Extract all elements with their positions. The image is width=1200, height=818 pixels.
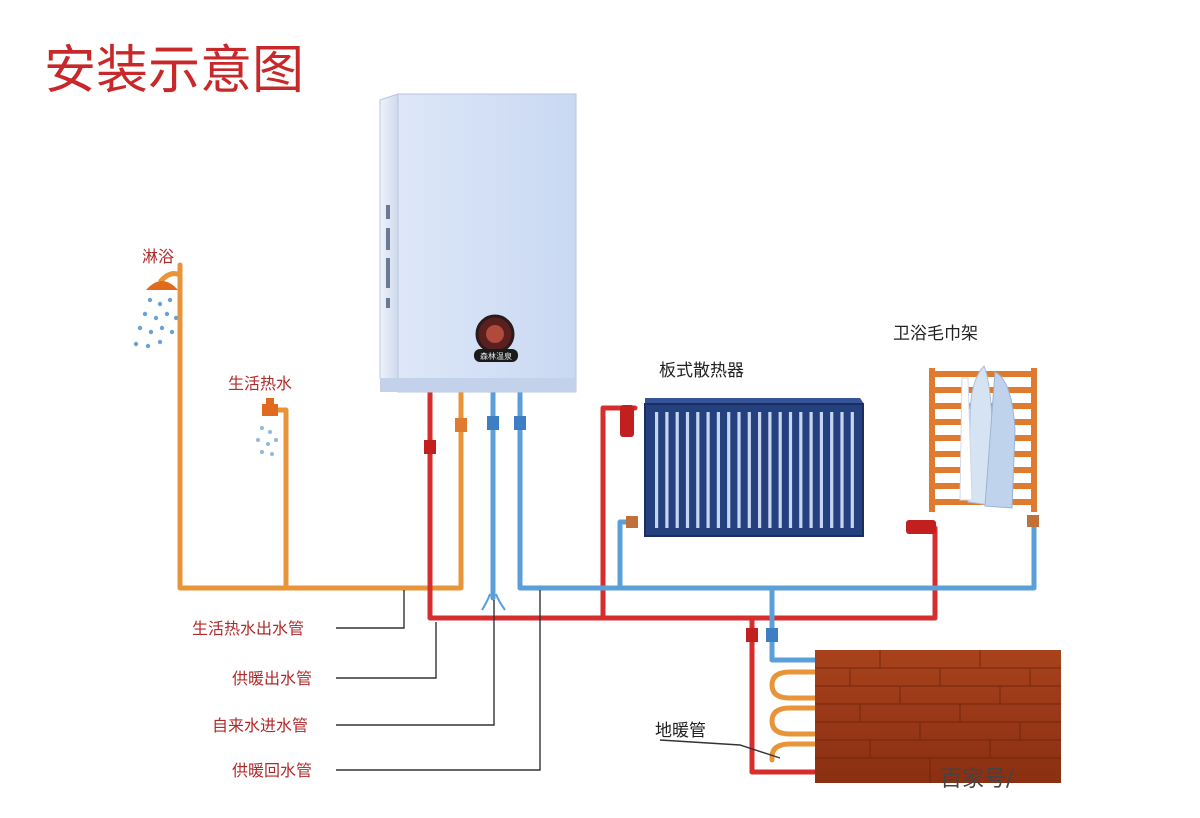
radiator-fin (819, 412, 823, 528)
legend-heat-return: 供暖回水管 (232, 761, 312, 780)
heating-supply-floor (749, 615, 818, 775)
shower-head (133, 271, 182, 349)
hot-water-tap-branch (269, 407, 289, 591)
leader-hot-water (336, 590, 405, 629)
inlet-arrows (481, 593, 506, 611)
radiator-fin (675, 412, 679, 528)
boiler-bottom (380, 378, 576, 392)
radiator-fin (727, 412, 731, 528)
label-floor-heating: 地暖管 (655, 721, 706, 741)
label-hot-water: 生活热水 (228, 374, 292, 393)
faucet-icon (262, 404, 278, 416)
hot-water-pipe (177, 262, 464, 591)
leader-lines (336, 590, 781, 771)
valve-icon (455, 418, 467, 432)
radiator-fin (840, 412, 844, 528)
valve-icon (626, 516, 638, 528)
legend-cold-inlet: 自来水进水管 (212, 716, 308, 735)
floor-heating-coil (769, 669, 818, 763)
legend-hot-water-outlet: 生活热水出水管 (192, 619, 304, 638)
radiator-fin (768, 412, 772, 528)
water-drops (133, 297, 179, 349)
label-shower: 淋浴 (142, 247, 174, 266)
radiator-fin (696, 412, 700, 528)
valve-icon (906, 520, 936, 534)
wall-boiler: 森林温泉 (379, 93, 577, 394)
radiator-fin (685, 412, 690, 528)
legend-heat-supply: 供暖出水管 (232, 669, 312, 688)
leader-cold-inlet (336, 600, 495, 726)
radiator-fin (809, 412, 813, 528)
towel (959, 365, 1016, 509)
leader-heat-supply (336, 622, 437, 679)
leader-heat-return (336, 590, 541, 771)
wood-floor (815, 650, 1061, 783)
radiator-body (644, 403, 864, 537)
valve-icon (424, 440, 436, 454)
radiator-fin (788, 412, 793, 528)
radiator-fin (747, 412, 751, 528)
radiator-fin (665, 412, 669, 528)
valve-icon (487, 416, 499, 430)
radiator-fin (850, 412, 854, 528)
radiator-fin (706, 412, 710, 528)
heating-return-radiator (617, 519, 638, 591)
valve-icon (746, 628, 758, 642)
valve-icon (620, 405, 634, 437)
valves (424, 405, 1039, 642)
heating-return-floor (769, 585, 818, 663)
radiator-fin (758, 412, 762, 528)
radiator-fin (737, 412, 741, 528)
heating-return-pipe (517, 389, 1037, 591)
radiator-fins (655, 412, 854, 528)
tap (256, 398, 278, 456)
shower-icon (146, 281, 178, 290)
valve-icon (514, 416, 526, 430)
tap-water (256, 426, 278, 456)
radiator-fin (799, 412, 803, 528)
radiator-fin (716, 412, 720, 528)
watermark: 百家号/ (940, 767, 1014, 792)
valve-icon (1027, 515, 1039, 527)
radiator-fin (830, 412, 834, 528)
valve-icon (766, 628, 778, 642)
leader-floor-heating (659, 739, 781, 759)
radiator-fin (655, 412, 659, 528)
boiler-side-marks (386, 205, 390, 308)
page-title: 安装示意图 (44, 41, 304, 101)
label-towel-rack: 卫浴毛巾架 (893, 324, 978, 344)
panel-radiator (644, 398, 864, 537)
boiler-badge-text: 森林温泉 (480, 351, 512, 361)
boiler-badge (474, 349, 518, 362)
radiator-fin (778, 412, 782, 528)
label-radiator: 板式散热器 (659, 361, 744, 381)
